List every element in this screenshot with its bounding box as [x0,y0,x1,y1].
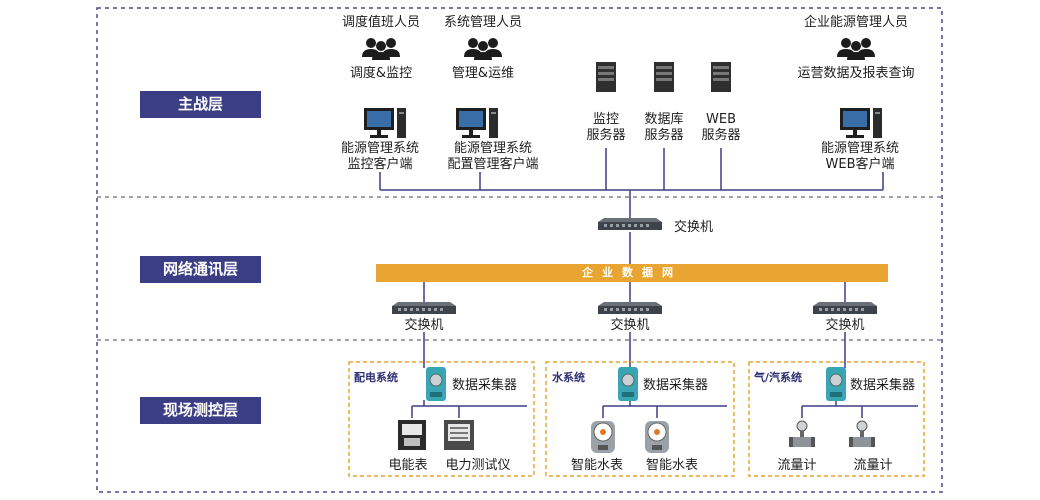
dispatch-staff-label: 调度值班人员 [341,15,421,30]
flow-meter-1-label: 流量计 [777,458,817,473]
flow-meter-2-icon [848,420,876,448]
gas-collector-label: 数据采集器 [850,378,916,393]
power-system-box [348,361,535,477]
power-tester-label: 电力测试仪 [445,458,511,473]
gas-system-box [748,361,925,477]
monitor-client-pc-icon [364,108,406,138]
flow-meter-2-label: 流量计 [853,458,893,473]
sysadmin-task-label: 管理&运维 [451,66,515,81]
core-switch-label: 交换机 [674,220,714,235]
water-meter-2-icon [644,420,670,454]
power-collector-icon [425,366,447,402]
web-server-label-2: 服务器 [701,128,741,143]
web-client-pc-icon [840,108,882,138]
outer-frame [96,7,943,493]
water-system-box [545,361,735,477]
layer-label-network: 网络通讯层 [140,256,261,283]
monitor-client-label-2: 监控客户端 [347,157,413,172]
water-meter-1-icon [590,420,616,454]
db-server-label-1: 数据库 [644,112,684,127]
db-server-icon [654,62,674,92]
layer-label-main: 主战层 [140,91,261,118]
dispatch-task-label: 调度&监控 [349,66,413,81]
power-meter-icon [398,420,426,450]
water-collector-label: 数据采集器 [643,378,709,393]
db-server-label-2: 服务器 [644,128,684,143]
web-server-icon [711,62,731,92]
config-client-label-2: 配置管理客户端 [447,157,539,172]
gas-system-label: 气/汽系统 [754,371,803,384]
dispatch-staff-icon [362,38,400,60]
config-client-pc-icon [456,108,498,138]
switch-left-icon [392,302,456,314]
monitor-server-label-2: 服务器 [586,128,626,143]
monitor-server-label-1: 监控 [592,112,620,127]
web-client-label-2: WEB客户端 [825,157,895,172]
layer-label-field: 现场测控层 [140,397,261,424]
sysadmin-staff-icon [464,38,502,60]
monitor-server-icon [596,62,616,92]
gas-collector-icon [825,366,847,402]
enterprise-task-label: 运营数据及报表查询 [797,66,915,81]
switch-mid-icon [598,302,662,314]
enterprise-bus-label: 企业数据网 [582,266,682,279]
sysadmin-staff-label: 系统管理人员 [443,15,523,30]
water-meter-1-label: 智能水表 [570,458,624,473]
core-switch-icon [598,218,662,230]
web-client-label-1: 能源管理系统 [820,141,900,156]
field-bus-lines [411,400,918,418]
config-client-label-1: 能源管理系统 [453,141,533,156]
web-server-label-1: WEB [706,112,736,127]
enterprise-staff-label: 企业能源管理人员 [803,15,909,30]
power-tester-icon [444,420,474,450]
power-system-label: 配电系统 [354,371,398,384]
main-bus-lines [379,148,884,368]
water-meter-2-label: 智能水表 [645,458,699,473]
power-meter-label: 电能表 [388,458,428,473]
water-collector-icon [617,366,639,402]
flow-meter-1-icon [788,420,816,448]
switch-mid-label: 交换机 [610,318,650,333]
enterprise-bus [376,264,888,282]
switch-right-label: 交换机 [825,318,865,333]
monitor-client-label-1: 能源管理系统 [340,141,420,156]
switch-right-icon [813,302,877,314]
water-system-label: 水系统 [552,371,585,384]
enterprise-staff-icon [837,38,875,60]
power-collector-label: 数据采集器 [452,378,518,393]
switch-left-label: 交换机 [404,318,444,333]
